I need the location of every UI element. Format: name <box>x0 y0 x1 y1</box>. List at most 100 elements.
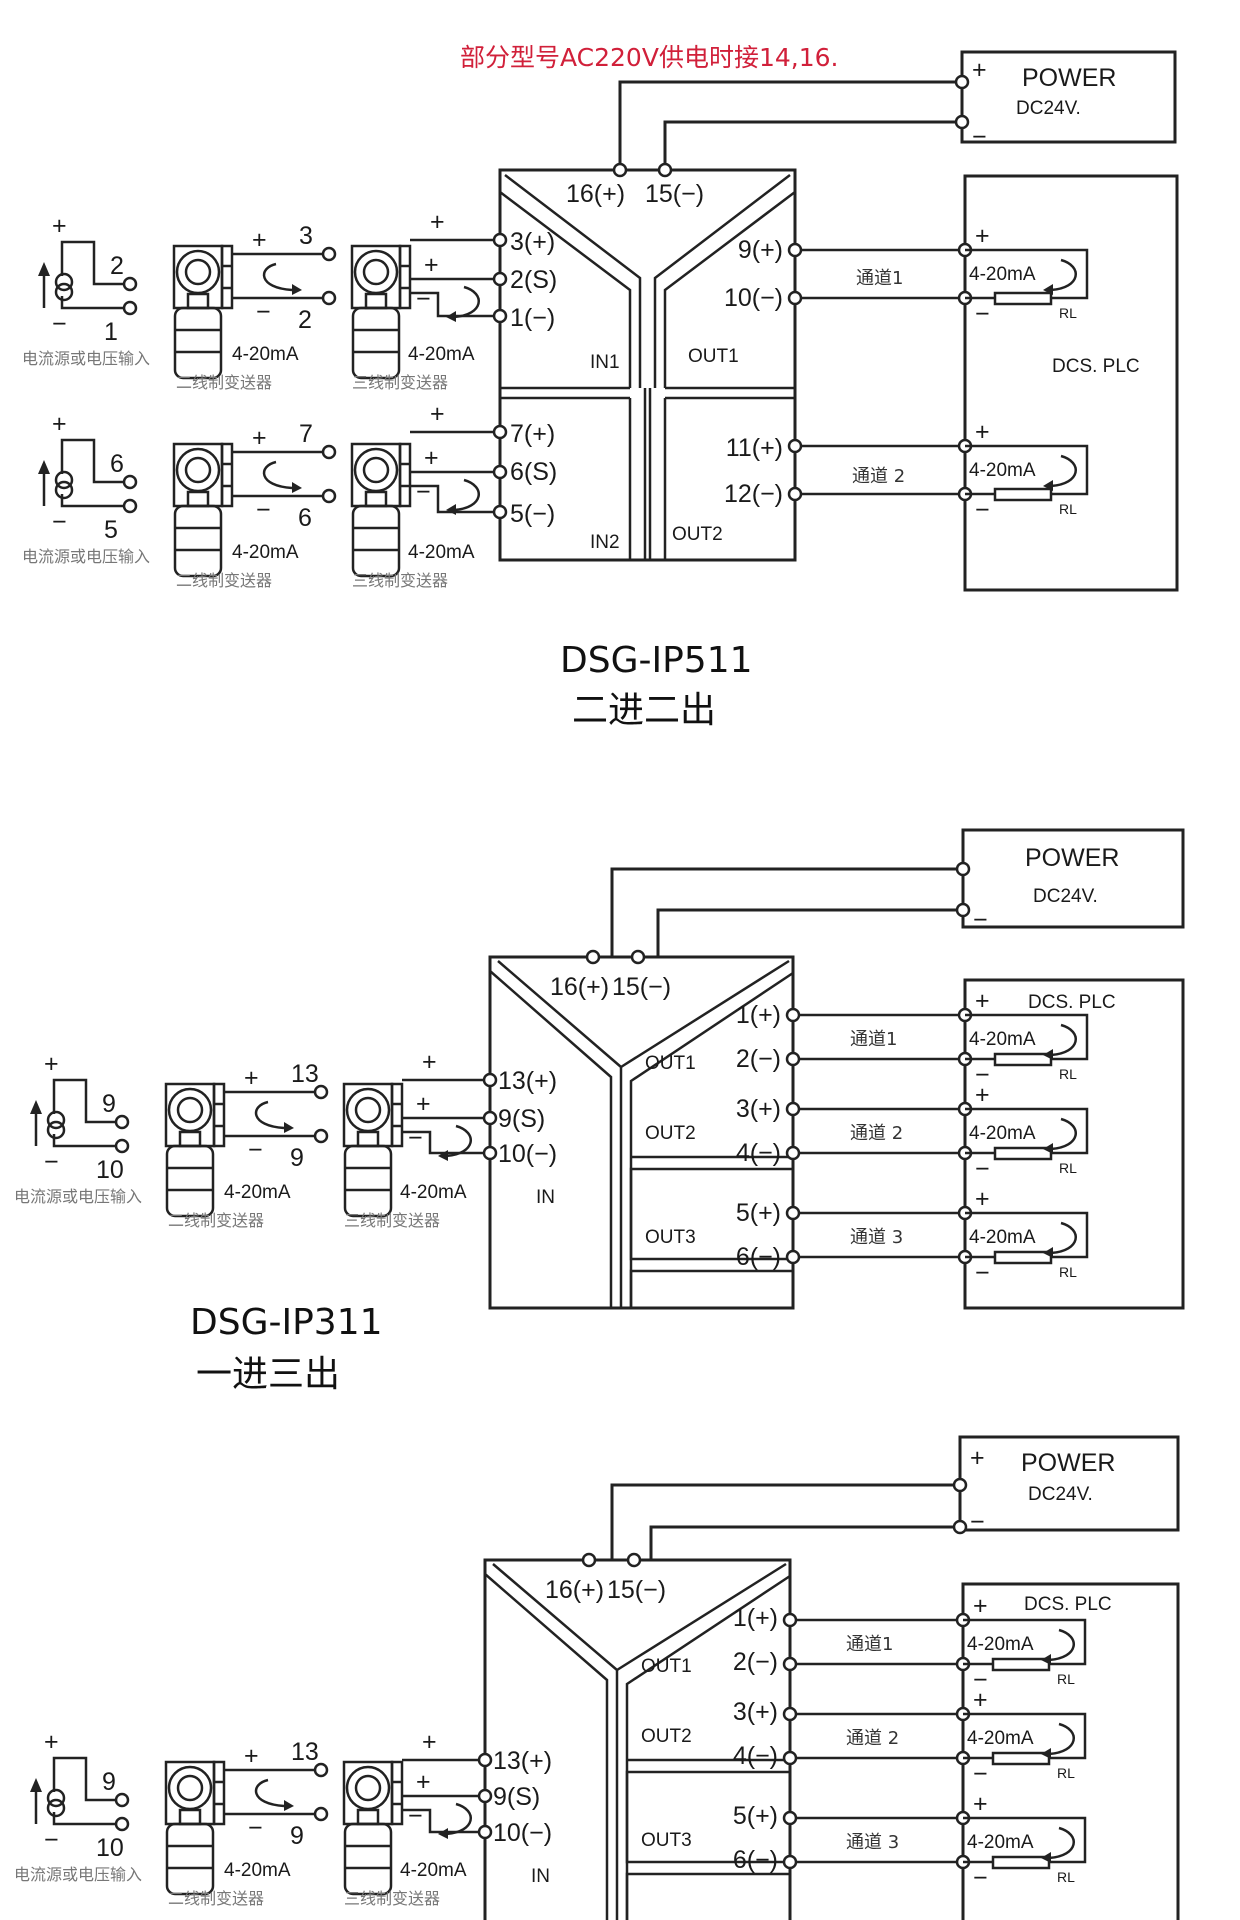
terminal <box>492 464 508 480</box>
channel-label: 通道1 <box>850 1029 897 1050</box>
power-wire-minus <box>649 1525 960 1560</box>
channel-label: 通道 2 <box>846 1728 899 1749</box>
svg-text:5: 5 <box>104 516 118 544</box>
channel-label: 通道 3 <box>850 1227 903 1248</box>
channel-label: 通道1 <box>846 1634 893 1655</box>
model-subtitle-ip511: 二进二出 <box>572 690 716 731</box>
two-wire-caption: 二线制变送器 <box>176 571 272 590</box>
channel-label: 通道 3 <box>846 1832 899 1853</box>
dcs-plc-label: DCS. PLC <box>1024 1594 1112 1615</box>
svg-text:+: + <box>975 987 990 1015</box>
terminal <box>122 276 138 292</box>
svg-text:+: + <box>252 424 267 452</box>
power-supply-box: POWER DC24V. + − <box>960 50 1177 151</box>
power-plus: + <box>972 56 987 84</box>
terminal-15-label: 15(−) <box>645 180 704 208</box>
terminal <box>482 1110 498 1126</box>
svg-text:−: − <box>52 508 67 536</box>
svg-text:+: + <box>430 208 445 236</box>
svg-text:+: + <box>252 226 267 254</box>
terminal-label: 1(+) <box>736 1001 781 1029</box>
power-title: POWER <box>1021 1449 1115 1477</box>
terminal-15-label: 15(−) <box>607 1576 666 1604</box>
source-caption: 电流源或电压输入 <box>22 349 150 368</box>
terminal-label: 5(+) <box>736 1199 781 1227</box>
current-source-icon <box>46 1110 66 1130</box>
dcs-plc-label: DCS. PLC <box>1028 992 1116 1013</box>
svg-text:4-20mA: 4-20mA <box>408 344 475 365</box>
svg-text:+: + <box>424 251 439 279</box>
terminal-label: 3(+) <box>510 228 555 256</box>
terminal-15-label: 15(−) <box>612 973 671 1001</box>
svg-text:+: + <box>52 410 67 438</box>
section-out2: OUT2 <box>641 1726 692 1747</box>
terminal <box>482 1072 498 1088</box>
current-source-icon <box>54 470 74 490</box>
svg-text:−: − <box>408 1802 423 1830</box>
svg-text:+: + <box>416 1090 431 1118</box>
svg-text:+: + <box>975 1081 990 1109</box>
isolator-module-ip511: 16(+) 15(−) IN1 OUT1 IN2 OUT2 3(+) 2(S) … <box>498 162 797 562</box>
svg-text:6: 6 <box>298 504 312 532</box>
svg-text:2: 2 <box>298 306 312 334</box>
terminal <box>477 1788 493 1804</box>
three-wire-caption: 三线制变送器 <box>344 1889 440 1908</box>
terminal-16-label: 16(+) <box>566 180 625 208</box>
current-flow-arrow-icon <box>1043 258 1077 295</box>
terminal <box>122 474 138 490</box>
svg-text:−: − <box>44 1826 59 1854</box>
svg-text:4-20mA: 4-20mA <box>969 1227 1036 1248</box>
terminal-label: 4(−) <box>736 1139 781 1167</box>
arrow-up-icon <box>30 1100 42 1114</box>
dcs-plc-label: DCS. PLC <box>1052 356 1140 377</box>
terminal <box>477 1824 493 1840</box>
power-supply-box: POWER DC24V. + − <box>958 1435 1180 1536</box>
terminal-label: 7(+) <box>510 420 555 448</box>
svg-text:10: 10 <box>96 1156 124 1184</box>
terminal <box>782 1750 798 1766</box>
section-out2: OUT2 <box>672 524 723 545</box>
svg-text:4-20mA: 4-20mA <box>400 1182 467 1203</box>
terminal <box>785 1101 801 1117</box>
terminal-label: 4(−) <box>733 1742 778 1770</box>
current-flow-arrow-icon <box>1041 1722 1075 1759</box>
svg-text:+: + <box>422 1048 437 1076</box>
power-voltage: DC24V. <box>1016 98 1081 119</box>
transmitter-icon <box>350 442 412 578</box>
svg-text:4-20mA: 4-20mA <box>967 1728 1034 1749</box>
power-wire-plus <box>618 80 962 170</box>
terminal <box>785 1205 801 1221</box>
model-subtitle-ip311: 一进三出 <box>196 1354 340 1395</box>
terminal-label: 11(+) <box>726 434 783 462</box>
terminal <box>114 1792 130 1808</box>
terminal-label: 3(+) <box>733 1698 778 1726</box>
svg-text:4-20mA: 4-20mA <box>969 264 1036 285</box>
terminal <box>114 1114 130 1130</box>
two-wire-caption: 二线制变送器 <box>168 1211 264 1230</box>
current-flow-arrow-icon <box>1043 454 1077 491</box>
svg-text:6: 6 <box>110 450 124 478</box>
terminal <box>787 242 803 258</box>
terminal-label: 13(+) <box>493 1747 552 1775</box>
three-wire-caption: 三线制变送器 <box>344 1211 440 1230</box>
transmitter-icon <box>342 1760 404 1896</box>
section-out2: OUT2 <box>645 1123 696 1144</box>
section-in: IN <box>536 1187 555 1208</box>
svg-text:4-20mA: 4-20mA <box>969 460 1036 481</box>
section-out1: OUT1 <box>688 346 739 367</box>
terminal-label: 6(S) <box>510 458 557 486</box>
svg-text:RL: RL <box>1057 1671 1075 1687</box>
load-resistor <box>991 1751 1051 1766</box>
svg-text:+: + <box>973 1686 988 1714</box>
ac220v-note: 部分型号AC220V供电时接14,16. <box>460 43 838 72</box>
svg-text:4-20mA: 4-20mA <box>408 542 475 563</box>
